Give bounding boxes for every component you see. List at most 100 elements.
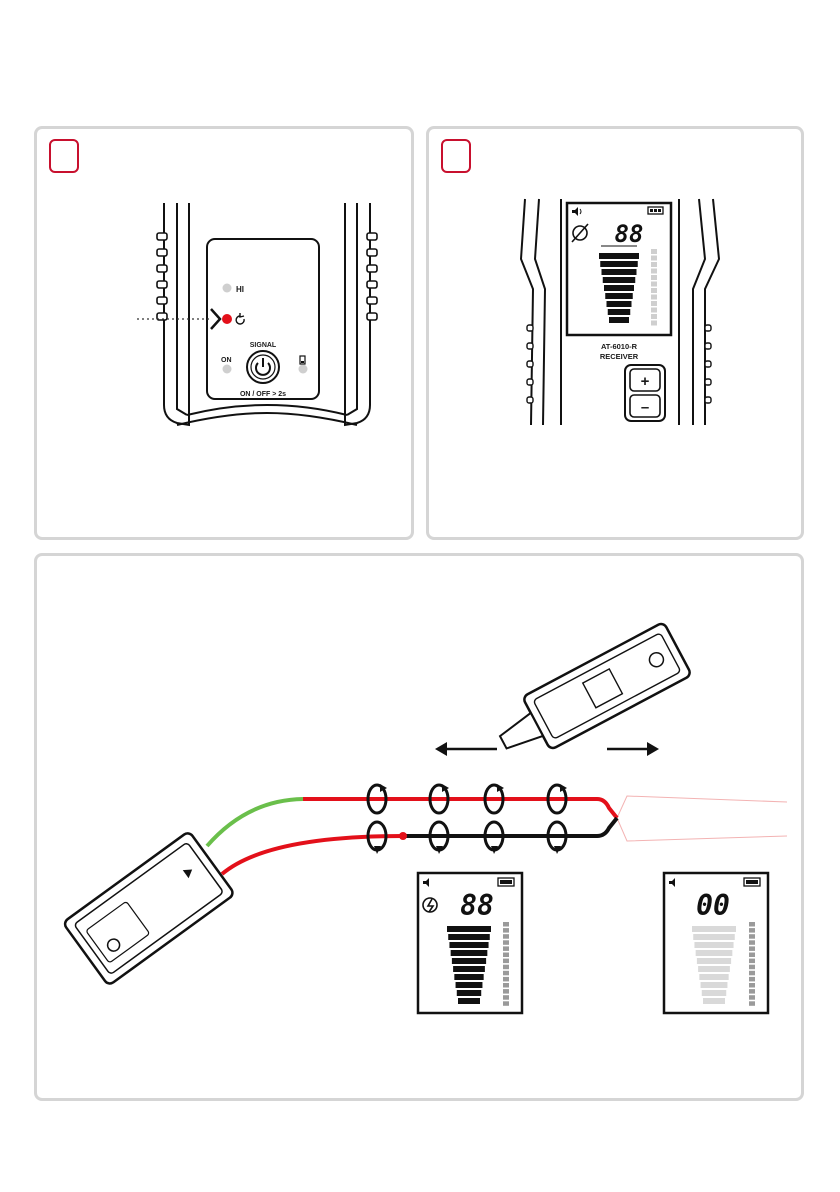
level-bar (447, 926, 491, 932)
side-meter-segment (749, 995, 755, 1000)
side-meter-segment (503, 953, 509, 958)
step-1-panel: HI ON SIGNAL ON / OFF > 2s (34, 126, 414, 540)
side-meter-segment (749, 922, 755, 927)
level-bar (449, 942, 488, 948)
minus-button[interactable]: – (630, 395, 660, 417)
side-meter-segment (503, 928, 509, 933)
signal-power-button[interactable] (247, 351, 279, 383)
lcd-display-right: 00 (664, 873, 768, 1013)
cable-tracing-illustration: 88 00 (37, 556, 807, 1104)
side-meter-segment (651, 295, 657, 300)
level-bar (599, 253, 639, 259)
level-bar (608, 309, 631, 315)
plus-button[interactable]: + (630, 369, 660, 391)
side-meter-segment (651, 269, 657, 274)
hi-led (223, 284, 232, 293)
display-value-left: 88 (460, 889, 494, 922)
magnetic-field-rings (368, 785, 566, 850)
level-bar (703, 998, 725, 1004)
battery-led (299, 365, 308, 374)
level-bar (605, 293, 633, 299)
mode-led (222, 314, 232, 324)
level-bar (701, 982, 728, 988)
side-meter-segment (503, 946, 509, 951)
side-meter-segment (503, 995, 509, 1000)
side-meter-segment (651, 308, 657, 313)
level-bar (692, 926, 736, 932)
side-meter-segment (749, 959, 755, 964)
level-bar (609, 317, 629, 323)
on-label: ON (221, 357, 232, 364)
level-bar (602, 269, 637, 275)
side-meter-segment (749, 989, 755, 994)
level-bar (451, 950, 488, 956)
side-meter-segment (651, 275, 657, 280)
side-meter-segment (651, 262, 657, 267)
side-meter-segment (651, 282, 657, 287)
level-bar (693, 934, 735, 940)
side-meter-segment (749, 946, 755, 951)
side-meter-segment (749, 953, 755, 958)
side-meter-segment (651, 321, 657, 326)
arrow-right-icon (607, 742, 659, 756)
side-meter-segment (651, 249, 657, 254)
side-meter-segment (651, 301, 657, 306)
level-bar (454, 974, 483, 980)
transmitter-illustration: HI ON SIGNAL ON / OFF > 2s (37, 129, 417, 543)
side-meter-segment (503, 971, 509, 976)
level-bar (604, 285, 634, 291)
side-meter-segment (749, 977, 755, 982)
receiver-label: RECEIVER (600, 352, 639, 361)
level-bar (698, 966, 730, 972)
black-wire (403, 818, 617, 836)
level-bar (607, 301, 632, 307)
arrow-left-icon (435, 742, 497, 756)
side-meter-segment (503, 922, 509, 927)
side-meter-segment (651, 256, 657, 261)
level-bar (699, 974, 728, 980)
level-bar (456, 982, 483, 988)
hi-label: HI (236, 285, 244, 294)
level-bar (702, 990, 726, 996)
side-meter-segment (651, 314, 657, 319)
green-wire (207, 799, 303, 846)
red-wire-top (303, 799, 617, 818)
level-bar (696, 950, 733, 956)
side-meter-segment (749, 971, 755, 976)
level-bar (453, 966, 485, 972)
svg-text:+: + (641, 373, 650, 390)
level-bar (697, 958, 731, 964)
side-meter-segment (749, 928, 755, 933)
receiver-illustration: 88 AT-6010-R RECEIVER + – (429, 129, 807, 543)
svg-text:–: – (641, 399, 649, 416)
side-meter-segment (503, 1001, 509, 1006)
side-meter-segment (749, 940, 755, 945)
onoff-caption: ON / OFF > 2s (240, 391, 286, 398)
side-meter-segment (749, 965, 755, 970)
side-meter-segment (503, 983, 509, 988)
level-bar (603, 277, 636, 283)
step-2-panel: 88 AT-6010-R RECEIVER + – (426, 126, 804, 540)
step-3-panel: 88 00 (34, 553, 804, 1101)
fault-marker (399, 832, 407, 840)
side-meter-segment (651, 288, 657, 293)
signal-label: SIGNAL (250, 342, 277, 349)
level-bar (448, 934, 490, 940)
on-led (223, 365, 232, 374)
display-value: 88 (615, 220, 644, 248)
side-meter-segment (503, 989, 509, 994)
side-meter-segment (503, 959, 509, 964)
red-wire-bottom (222, 836, 403, 874)
level-bar (458, 998, 480, 1004)
side-meter-segment (749, 983, 755, 988)
level-bar (457, 990, 481, 996)
receiver-probe (489, 622, 692, 768)
side-meter-segment (503, 977, 509, 982)
side-meter-segment (503, 940, 509, 945)
transmitter-device (63, 831, 235, 986)
level-bar (694, 942, 733, 948)
lcd-display-left: 88 (418, 873, 522, 1013)
side-meter-segment (503, 934, 509, 939)
model-label: AT-6010-R (601, 342, 638, 351)
side-meter-segment (749, 934, 755, 939)
